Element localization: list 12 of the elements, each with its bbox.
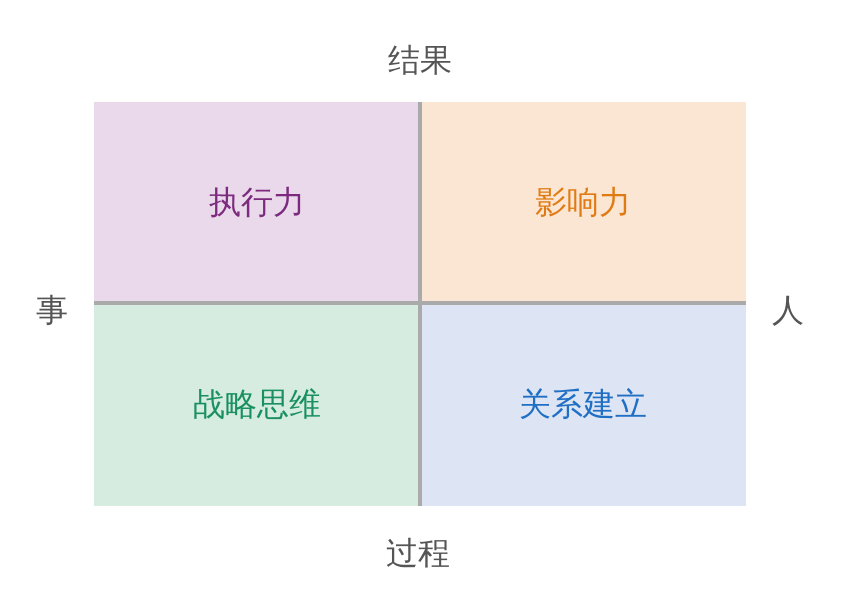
quadrant-label: 执行力 [209,182,305,222]
quadrant-box [94,102,420,303]
quadrant-label: 关系建立 [519,384,647,424]
axis-label: 结果 [388,44,452,76]
quadrant-label: 战略思维 [193,384,321,424]
axis-label: 人 [772,294,804,326]
quadrant-box [420,303,746,506]
axis-label: 过程 [386,537,450,569]
axis-label: 事 [36,294,68,326]
quadrant-label: 影响力 [535,182,631,222]
quadrant-box [94,303,420,506]
quadrant-box [420,102,746,303]
